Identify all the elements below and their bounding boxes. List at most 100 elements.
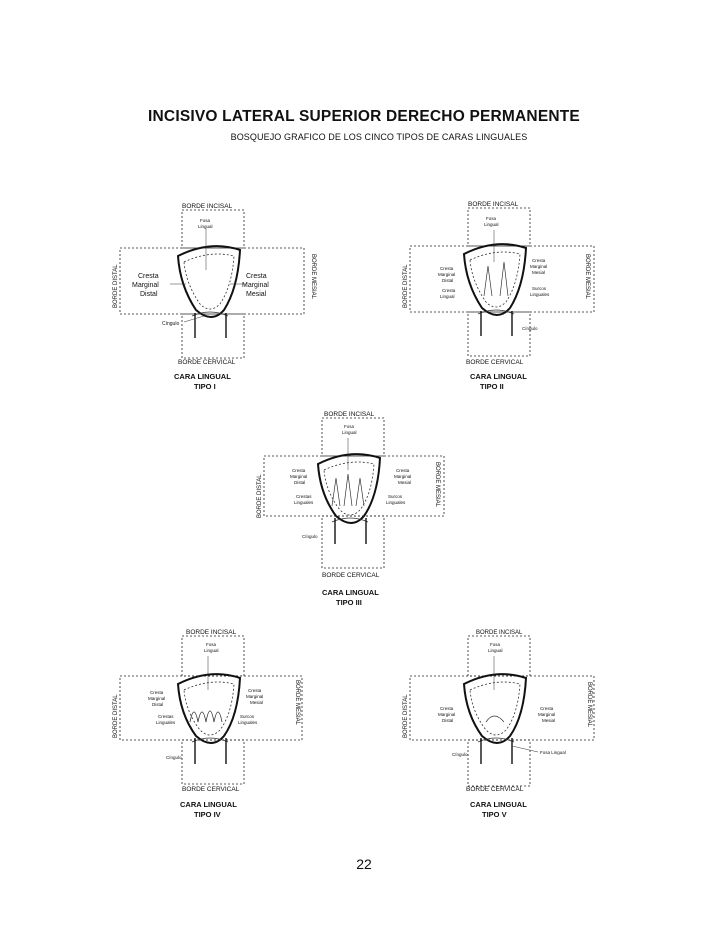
mesial-label: Mesial — [250, 700, 263, 705]
lingual-label-2: Lingual — [440, 294, 455, 299]
fosa-label: Fosa — [200, 218, 211, 223]
mesial-label: Mesial — [542, 718, 555, 723]
distal-label: Distal — [152, 702, 163, 707]
lingual-label: Lingual — [198, 224, 213, 229]
borde-incisal-label: BORDE INCISAL — [186, 629, 237, 636]
tipo-label: TIPO IV — [194, 810, 221, 819]
tipo-label: TIPO V — [482, 810, 507, 819]
marginal-distal-label-2: Marginal — [438, 272, 455, 277]
diagram-tipo-5: BORDE INCISAL Fosa Lingual Cresta Margin… — [400, 626, 640, 836]
borde-mesial-label: BORDE MESIAL — [310, 254, 316, 300]
fosa-label: Fosa — [486, 216, 497, 221]
cresta-distal-label-1: Cresta — [138, 273, 159, 280]
borde-cervical-label: BORDE CERVICAL — [182, 786, 240, 793]
cingulo-label: Cíngulo — [522, 326, 538, 331]
cresta-mesial-label-1: Cresta — [246, 273, 267, 280]
tooth-diagram-4: BORDE INCISAL Fosa Lingual Cresta Margin… — [113, 629, 303, 819]
borde-cervical-label: BORDE CERVICAL — [178, 359, 236, 366]
tipo-label: TIPO I — [194, 382, 216, 391]
linguales-crestas-label-3: Linguales — [294, 500, 314, 505]
page-title: INCISIVO LATERAL SUPERIOR DERECHO PERMAN… — [148, 108, 580, 125]
tooth-diagram-2: BORDE INCISAL Fosa Lingual Cresta Margin… — [403, 201, 595, 391]
marginal-distal-label-5: Marginal — [438, 712, 455, 717]
cresta-distal-label-4: Cresta — [150, 690, 164, 695]
cingulo-label: Cíngulo — [452, 752, 468, 757]
page-number: 22 — [356, 856, 372, 872]
fosa-label: Fosa — [344, 424, 355, 429]
borde-distal-label: BORDE DISTAL — [113, 694, 119, 738]
borde-distal-label: BORDE DISTAL — [403, 264, 409, 308]
cresta-mesial-label-2: Cresta — [532, 258, 546, 263]
borde-mesial-label: BORDE MESIAL — [434, 462, 440, 508]
cingulo-label: Cíngulo — [162, 321, 179, 327]
cresta-lingual-label-2: Cresta — [442, 288, 456, 293]
borde-mesial-label: BORDE MESIAL — [294, 680, 300, 726]
marginal-mesial-label-1: Marginal — [242, 282, 269, 289]
linguales-surcos-label-4: Linguales — [238, 720, 258, 725]
diagram-tipo-1: BORDE INCISAL Fosa Lingual Cresta Margin… — [110, 198, 350, 408]
cingulo-label: Cíngulo — [166, 755, 182, 760]
cara-lingual-label: CARA LINGUAL — [180, 800, 237, 809]
borde-cervical-label: BORDE CERVICAL — [466, 786, 524, 793]
surcos-label-3: Surcos — [388, 494, 403, 499]
surcos-label-2: Surcos — [532, 286, 547, 291]
cresta-mesial-label-3: Cresta — [396, 468, 410, 473]
linguales-label-2: Linguales — [530, 292, 550, 297]
distal-label: Distal — [294, 480, 305, 485]
cingulo-label: Cíngulo — [302, 534, 318, 539]
cresta-distal-label-2: Cresta — [440, 266, 454, 271]
crestas-label-4: Crestas — [158, 714, 174, 719]
borde-cervical-label: BORDE CERVICAL — [322, 572, 380, 579]
fosa-lingual-label: Fosa Lingual — [540, 750, 566, 755]
borde-cervical-label: BORDE CERVICAL — [466, 359, 524, 366]
marginal-distal-label-1: Marginal — [132, 282, 159, 289]
cara-lingual-label: CARA LINGUAL — [322, 588, 379, 597]
diagram-tipo-3: BORDE INCISAL Fosa Lingual Cresta Margin… — [250, 406, 490, 616]
marginal-mesial-label-5: Marginal — [538, 712, 555, 717]
page-subtitle: BOSQUEJO GRAFICO DE LOS CINCO TIPOS DE C… — [230, 132, 528, 142]
marginal-mesial-label-3: Marginal — [394, 474, 411, 479]
mesial-label: Mesial — [532, 270, 545, 275]
cresta-mesial-label-5: Cresta — [540, 706, 554, 711]
fosa-label: Fosa — [206, 642, 217, 647]
mesial-label: Mesial — [246, 291, 267, 298]
distal-label: Distal — [442, 278, 453, 283]
tooth-diagram-1: BORDE INCISAL Fosa Lingual Cresta Margin… — [113, 203, 316, 391]
distal-label: Distal — [140, 291, 158, 298]
marginal-mesial-label-2: Marginal — [530, 264, 547, 269]
lingual-label: Lingual — [488, 648, 503, 653]
marginal-distal-label-4: Marginal — [148, 696, 165, 701]
cresta-mesial-label-4: Cresta — [248, 688, 262, 693]
borde-incisal-label: BORDE INCISAL — [476, 630, 523, 636]
tipo-label: TIPO III — [336, 598, 362, 607]
borde-mesial-label: BORDE MESIAL — [586, 682, 592, 728]
tooth-diagram-5: BORDE INCISAL Fosa Lingual Cresta Margin… — [403, 630, 595, 819]
borde-incisal-label: BORDE INCISAL — [182, 203, 233, 210]
borde-mesial-label: BORDE MESIAL — [584, 254, 590, 300]
linguales-surcos-label-3: Linguales — [386, 500, 406, 505]
borde-distal-label: BORDE DISTAL — [113, 264, 119, 308]
diagram-tipo-4: BORDE INCISAL Fosa Lingual Cresta Margin… — [110, 628, 350, 838]
fosa-label: Fosa — [490, 642, 501, 647]
borde-distal-label: BORDE DISTAL — [403, 694, 409, 738]
marginal-mesial-label-4: Marginal — [246, 694, 263, 699]
lingual-label: Lingual — [204, 648, 219, 653]
diagram-tipo-2: BORDE INCISAL Fosa Lingual Cresta Margin… — [400, 196, 640, 406]
borde-incisal-label: BORDE INCISAL — [468, 201, 519, 208]
borde-incisal-label: BORDE INCISAL — [324, 411, 375, 418]
cara-lingual-label: CARA LINGUAL — [470, 372, 527, 381]
borde-distal-label: BORDE DISTAL — [257, 474, 263, 518]
crestas-label-3: Crestas — [296, 494, 312, 499]
cara-lingual-label: CARA LINGUAL — [470, 800, 527, 809]
cresta-distal-label-5: Cresta — [440, 706, 454, 711]
cara-lingual-label: CARA LINGUAL — [174, 372, 231, 381]
linguales-crestas-label-4: Linguales — [156, 720, 176, 725]
cresta-distal-label-3: Cresta — [292, 468, 306, 473]
lingual-label: Lingual — [342, 430, 357, 435]
surcos-label-4: Surcos — [240, 714, 255, 719]
tooth-diagram-3: BORDE INCISAL Fosa Lingual Cresta Margin… — [257, 411, 445, 607]
tipo-label: TIPO II — [480, 382, 504, 391]
marginal-distal-label-3: Marginal — [290, 474, 307, 479]
distal-label: Distal — [442, 718, 453, 723]
mesial-label: Mesial — [398, 480, 411, 485]
